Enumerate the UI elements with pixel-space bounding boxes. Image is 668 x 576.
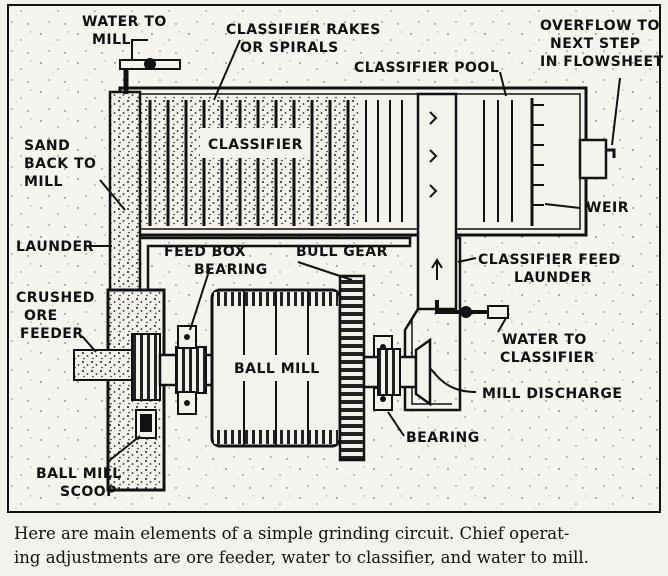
classifier-rakes-region (140, 96, 358, 226)
label-ore: ORE (24, 308, 58, 324)
leader-lines (81, 39, 621, 461)
caption-line-1: Here are main elements of a simple grind… (14, 524, 570, 543)
label-overflow: OVERFLOW TO (540, 18, 660, 34)
label-back-to: BACK TO (24, 156, 96, 172)
ball-mill-shell (210, 288, 342, 448)
label-classifier: CLASSIFIER (208, 137, 303, 153)
mill-scoop-assembly (131, 333, 218, 401)
label-water-to-classifier: WATER TO (502, 332, 587, 348)
label-ball-mill: BALL MILL (234, 361, 320, 377)
label-water-to-mill-2: MILL (92, 32, 131, 48)
label-in-flowsheet: IN FLOWSHEET (540, 54, 664, 70)
label-feeder: FEEDER (20, 326, 84, 342)
label-mill-discharge: MILL DISCHARGE (482, 386, 622, 402)
crushed-ore-feeder (73, 349, 135, 381)
label-classifier-rakes: CLASSIFIER RAKES (226, 22, 381, 38)
label-sand: SAND (24, 138, 70, 154)
label-scoop: SCOOP (60, 484, 117, 500)
label-classifier-feed: CLASSIFIER FEED (478, 252, 621, 268)
label-bearing-top: BEARING (194, 262, 268, 278)
discharge-trunnion (362, 337, 432, 407)
label-classifier-water: CLASSIFIER (500, 350, 595, 366)
label-crushed: CRUSHED (16, 290, 95, 306)
label-feed-box: FEED BOX (164, 244, 246, 260)
classifier-pool-region (365, 98, 544, 226)
caption-line-2: ing adjustments are ore feeder, water to… (14, 548, 589, 567)
sand-launder (108, 58, 181, 294)
label-launder: LAUNDER (16, 239, 94, 255)
bearing-left (177, 325, 197, 415)
classifier-feed-launder (403, 92, 462, 412)
label-next-step: NEXT STEP (550, 36, 640, 52)
label-sand-mill: MILL (24, 174, 63, 190)
label-or-spirals: OR SPIRALS (240, 40, 339, 56)
label-feed-launder: LAUNDER (514, 270, 592, 286)
label-ball-mill-scoop: BALL MILL (36, 466, 122, 482)
labels: WATER TO MILL CLASSIFIER RAKES OR SPIRAL… (16, 14, 664, 500)
label-bearing-bottom: BEARING (406, 430, 480, 446)
water-to-classifier-pipe (435, 300, 509, 319)
label-weir: WEIR (586, 200, 629, 216)
figure-caption: Here are main elements of a simple grind… (14, 522, 664, 570)
bull-gear (338, 274, 366, 462)
label-classifier-pool: CLASSIFIER POOL (354, 60, 499, 76)
label-water-to-mill: WATER TO (82, 14, 167, 30)
label-bull-gear: BULL GEAR (296, 244, 388, 260)
